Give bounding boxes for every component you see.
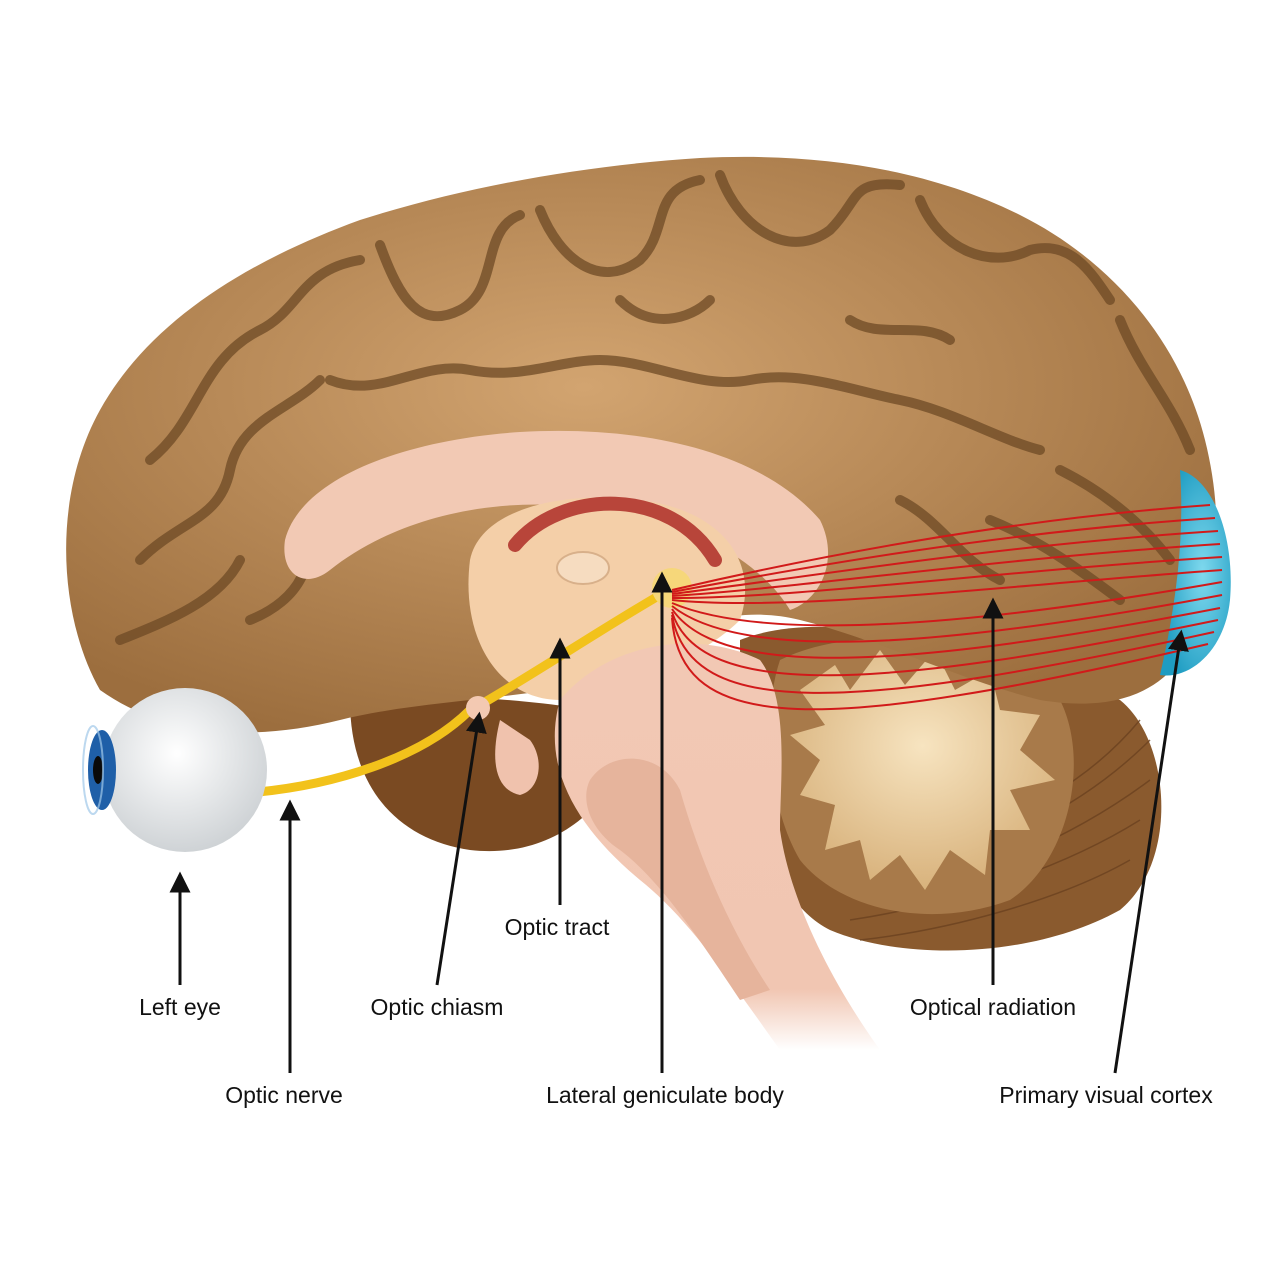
fornix [508, 496, 722, 567]
arrow-primary-visual-cortex [1113, 629, 1189, 1074]
pointer-arrows [169, 571, 1189, 1074]
pituitary [495, 720, 539, 795]
left-eye [82, 688, 267, 852]
corpus-callosum [284, 430, 829, 610]
optic-chiasm-node [466, 696, 490, 720]
label-primary-visual-cortex: Primary visual cortex [999, 1082, 1213, 1108]
fourth-ventricle-shadow [586, 758, 770, 1000]
interthalamic-adhesion [556, 551, 610, 585]
label-optic-tract: Optic tract [504, 914, 610, 940]
optical-radiation-fibers [671, 504, 1223, 711]
label-optical-radiation: Optical radiation [909, 994, 1077, 1020]
cornea [82, 725, 104, 815]
label-optic-nerve: Optic nerve [225, 1082, 343, 1108]
pupil [93, 756, 103, 784]
cerebellar-white-matter [790, 650, 1055, 890]
label-lateral-geniculate-body: Lateral geniculate body [546, 1082, 784, 1108]
optic-nerve-path [253, 705, 475, 797]
brainstem [554, 643, 880, 1050]
label-optic-chiasm: Optic chiasm [370, 994, 504, 1020]
label-left-eye: Left eye [139, 994, 221, 1020]
arrow-optic-chiasm [435, 711, 487, 986]
